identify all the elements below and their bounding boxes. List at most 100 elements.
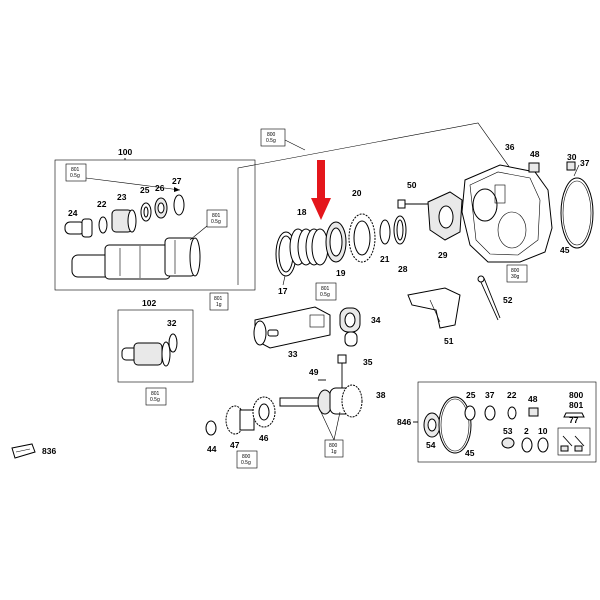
svg-text:801: 801 [71, 167, 80, 173]
part-53-cap [501, 437, 515, 449]
svg-text:49: 49 [309, 367, 319, 377]
svg-text:22: 22 [97, 199, 107, 209]
part-48-cap [528, 162, 540, 173]
svg-text:22: 22 [507, 390, 517, 400]
svg-text:801: 801 [321, 286, 330, 292]
svg-text:48: 48 [530, 149, 540, 159]
part-836-clip [11, 443, 36, 459]
svg-text:48: 48 [528, 394, 538, 404]
svg-text:32: 32 [167, 318, 177, 328]
svg-text:44: 44 [207, 444, 217, 454]
part-32-ring [168, 333, 178, 353]
part-34-cylinder [339, 307, 361, 333]
part-22-washer [98, 216, 108, 234]
part-52-pin [477, 275, 501, 321]
svg-text:846: 846 [397, 417, 411, 427]
part-24 [64, 218, 93, 238]
svg-text:800: 800 [267, 132, 276, 138]
part-28-ring [393, 215, 407, 245]
lubricant-tag: 801 0.5g [145, 387, 167, 406]
svg-text:45: 45 [560, 245, 570, 255]
svg-text:52: 52 [503, 295, 513, 305]
svg-text:801: 801 [151, 391, 160, 397]
part-35-pin [344, 331, 358, 347]
part-44-washer [205, 420, 217, 436]
svg-text:25: 25 [140, 185, 150, 195]
part-54 [423, 412, 441, 438]
part-102-assembly [121, 341, 171, 367]
part-25-seal [464, 405, 476, 421]
assembly-box-102 [117, 309, 194, 383]
part-23 [111, 209, 137, 233]
part-45-o-ring [438, 396, 472, 454]
assembly-box-100 [54, 159, 256, 291]
part-30-nut [566, 161, 576, 171]
svg-text:29: 29 [438, 250, 448, 260]
tool-holder-assembly [71, 237, 201, 280]
svg-text:801: 801 [569, 400, 583, 410]
lubricant-tag: 801 0.5g [65, 163, 87, 182]
svg-text:18: 18 [297, 207, 307, 217]
part-47-bearing [225, 405, 255, 435]
part-51-switch-lever [407, 287, 461, 329]
svg-text:45: 45 [465, 448, 475, 458]
part-37-o-ring [560, 177, 594, 249]
part-22-washer [507, 406, 517, 420]
part-27-ring [173, 194, 185, 216]
svg-text:46: 46 [259, 433, 269, 443]
svg-text:801: 801 [214, 296, 223, 302]
part-77-brushes [557, 427, 591, 456]
svg-text:0.5g: 0.5g [150, 397, 160, 403]
part-number: 100 [118, 147, 132, 157]
svg-text:34: 34 [371, 315, 381, 325]
svg-text:37: 37 [580, 158, 590, 168]
svg-text:23: 23 [117, 192, 127, 202]
part-26-bearing [154, 197, 168, 219]
part-2-ring [521, 437, 533, 453]
svg-text:10: 10 [538, 426, 548, 436]
svg-text:50: 50 [407, 180, 417, 190]
part-48-cap [528, 407, 539, 417]
svg-text:17: 17 [278, 286, 288, 296]
svg-text:800: 800 [329, 443, 338, 449]
svg-text:54: 54 [426, 440, 436, 450]
svg-text:0.5g: 0.5g [211, 219, 221, 225]
svg-text:47: 47 [230, 440, 240, 450]
part-25-seal [140, 202, 152, 222]
part-19-clutch [325, 221, 347, 263]
part-46-gear [252, 396, 276, 428]
svg-text:1g: 1g [216, 302, 222, 308]
svg-text:800: 800 [569, 390, 583, 400]
part-38-shaft-assembly [279, 354, 363, 418]
svg-text:51: 51 [444, 336, 454, 346]
svg-text:33: 33 [288, 349, 298, 359]
svg-text:0.5g: 0.5g [266, 138, 276, 144]
lubricant-tag: 801 0.5g [206, 209, 228, 228]
svg-text:800: 800 [511, 268, 520, 274]
part-29-bracket [427, 191, 463, 241]
svg-text:102: 102 [142, 298, 156, 308]
svg-text:25: 25 [466, 390, 476, 400]
lubricant-tag: 801 0.5g [315, 282, 337, 301]
svg-text:53: 53 [503, 426, 513, 436]
svg-text:26: 26 [155, 183, 165, 193]
svg-text:20: 20 [352, 188, 362, 198]
svg-text:1g: 1g [331, 449, 337, 455]
lubricant-tag: 800 1g [324, 439, 344, 458]
part-18-spring [289, 228, 329, 266]
highlight-arrow-icon [311, 160, 331, 220]
svg-text:28: 28 [398, 264, 408, 274]
svg-text:19: 19 [336, 268, 346, 278]
svg-text:77: 77 [569, 415, 579, 425]
part-36-gear-housing [461, 164, 553, 263]
svg-text:21: 21 [380, 254, 390, 264]
svg-text:0.5g: 0.5g [320, 292, 330, 298]
svg-text:35: 35 [363, 357, 373, 367]
lubricant-tag: 801 1g [209, 292, 229, 311]
svg-text:38: 38 [376, 390, 386, 400]
part-33-piston [253, 306, 331, 349]
lubricant-tag: 800 0.5g [236, 450, 258, 469]
part-37-o-ring [484, 405, 496, 421]
svg-text:27: 27 [172, 176, 182, 186]
